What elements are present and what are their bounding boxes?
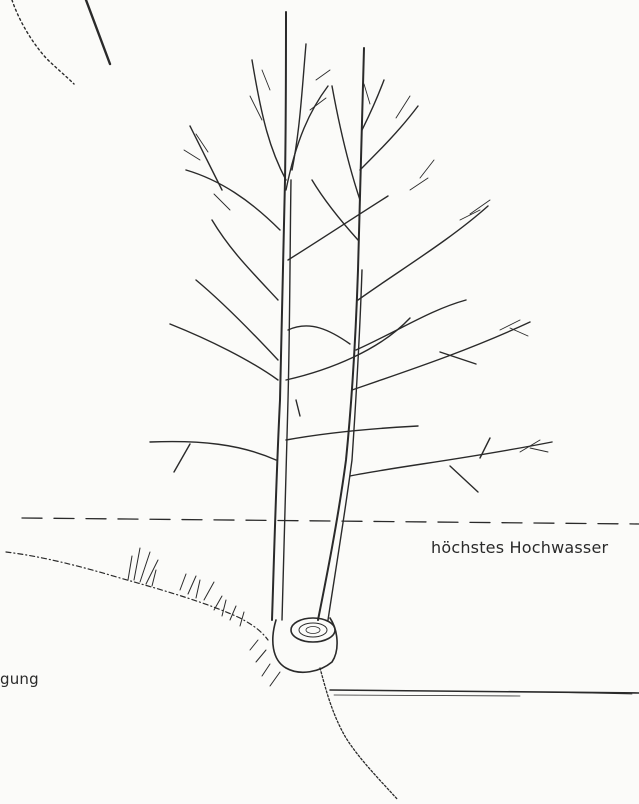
twigs (184, 70, 548, 452)
high-water-line (22, 518, 639, 524)
stick-line (86, 0, 110, 64)
grass-tufts (128, 548, 280, 686)
truncated-label: gung (0, 670, 39, 688)
stump (273, 618, 337, 672)
high-water-label: höchstes Hochwasser (431, 538, 608, 557)
upper-slope-edge (12, 0, 74, 84)
water-surface (330, 690, 639, 693)
lower-slope (320, 668, 398, 800)
